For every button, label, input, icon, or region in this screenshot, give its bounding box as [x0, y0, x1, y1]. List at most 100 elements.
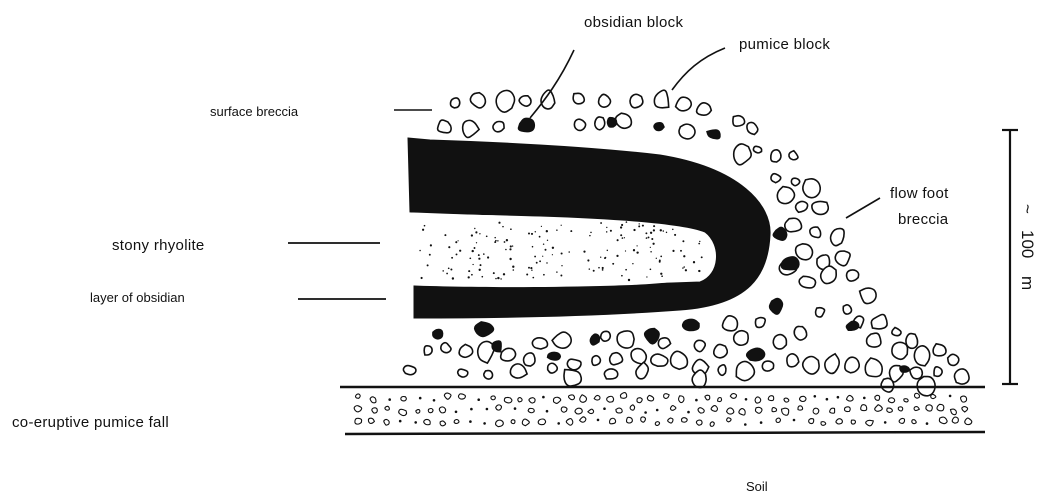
pumice-fall-fragment — [830, 408, 835, 413]
pumice-fall-grain — [793, 419, 796, 422]
pumice-fall-fragment — [580, 417, 586, 422]
label-pumice-block: pumice block — [739, 36, 830, 53]
pumice-fall-fragment — [727, 408, 734, 414]
stipple-dot — [494, 237, 496, 239]
breccia-clast — [787, 354, 799, 367]
stipple-dot — [479, 269, 481, 271]
breccia-clast — [541, 90, 555, 109]
breccia-clast — [697, 103, 712, 115]
pumice-fall-fragment — [851, 420, 855, 424]
breccia-clast — [564, 370, 581, 387]
stipple-dot — [621, 275, 623, 277]
scale-label: ~ 100 m — [1018, 204, 1037, 290]
stipple-dot — [429, 254, 431, 256]
stipple-dot — [451, 257, 453, 259]
stipple-dot — [510, 228, 512, 230]
pumice-fall-fragment — [711, 406, 717, 412]
breccia-clast — [803, 179, 820, 198]
obsidian-block — [492, 341, 501, 352]
breccia-clast — [604, 369, 617, 379]
stipple-dot — [605, 257, 607, 259]
stipple-dot — [495, 278, 496, 279]
breccia-clast — [747, 122, 758, 134]
pumice-fall-fragment — [496, 420, 504, 427]
stipple-dot — [636, 251, 638, 253]
stipple-dot — [546, 230, 548, 232]
stipple-dot — [632, 263, 633, 264]
breccia-clast — [573, 93, 584, 103]
label-layer-of-obsidian: layer of obsidian — [90, 290, 185, 305]
breccia-clast — [933, 344, 946, 356]
label-obsidian-block: obsidian block — [584, 14, 683, 31]
stipple-dot — [512, 269, 514, 271]
pumice-fall-fragment — [518, 398, 522, 402]
pumice-fall-grain — [744, 423, 747, 426]
stipple-dot — [479, 233, 480, 234]
breccia-clast — [796, 244, 813, 260]
stipple-dot — [568, 251, 570, 253]
breccia-clast — [599, 94, 611, 107]
pumice-fall-fragment — [528, 408, 534, 412]
pumice-fall-fragment — [610, 418, 616, 424]
stipple-dot — [526, 273, 528, 275]
breccia-clast — [762, 361, 773, 371]
stipple-dot — [497, 277, 499, 279]
pumice-fall-grain — [863, 397, 866, 400]
stipple-dot — [478, 254, 480, 256]
breccia-clast — [892, 342, 908, 359]
stipple-dot — [475, 231, 477, 233]
stipple-dot — [487, 256, 489, 258]
pumice-fall-fragment — [681, 418, 687, 423]
breccia-clast — [524, 353, 535, 366]
pumice-fall-fragment — [755, 397, 761, 403]
pumice-fall-grain — [477, 398, 480, 401]
pumice-fall-fragment — [847, 395, 854, 401]
pumice-fall-grain — [826, 398, 829, 401]
stipple-dot — [505, 249, 507, 251]
stipple-dot — [552, 247, 554, 249]
obsidian-block — [474, 322, 493, 337]
breccia-clast — [595, 117, 605, 130]
breccia-clast — [501, 348, 516, 361]
pumice-fall-fragment — [813, 408, 819, 414]
obsidian-block — [769, 298, 782, 314]
breccia-clast — [954, 369, 969, 384]
pumice-fall-fragment — [668, 418, 673, 423]
breccia-clast — [616, 113, 632, 128]
stipple-dot — [698, 270, 699, 271]
pumice-fall-grain — [542, 396, 545, 399]
stipple-dot — [628, 279, 630, 281]
breccia-clast — [484, 371, 493, 380]
pumice-fall-fragment — [538, 419, 545, 425]
stipple-dot — [626, 221, 628, 223]
pumice-fall-fragment — [580, 395, 587, 402]
pumice-fall-fragment — [875, 395, 880, 400]
obsidian-block — [590, 334, 600, 345]
pumice-fall-grain — [419, 397, 422, 400]
stipple-dot — [541, 226, 542, 227]
pumice-fall-fragment — [399, 409, 407, 415]
stipple-dot — [474, 228, 475, 229]
stipple-dot — [450, 268, 452, 270]
obsidian-block — [846, 321, 859, 330]
pumice-fall-fragment — [962, 407, 968, 412]
breccia-clast — [860, 288, 877, 303]
pumice-fall-fragment — [444, 393, 451, 399]
leader-pumice-block — [672, 48, 725, 90]
pumice-fall-fragment — [798, 406, 803, 410]
breccia-clast — [865, 358, 882, 377]
obsidian-block — [746, 348, 764, 361]
pumice-fall-fragment — [898, 407, 902, 411]
breccia-clast — [771, 150, 781, 162]
breccia-clast — [458, 369, 468, 377]
stipple-dot — [663, 230, 665, 232]
stipple-dot — [532, 246, 534, 248]
stipple-dot — [481, 276, 483, 278]
stipple-dot — [530, 267, 532, 269]
stipple-dot — [633, 249, 635, 251]
stipple-dot — [512, 245, 513, 246]
breccia-clast — [470, 93, 485, 108]
stipple-dot — [480, 264, 482, 266]
breccia-clast — [812, 201, 828, 214]
breccia-clast — [403, 366, 416, 375]
